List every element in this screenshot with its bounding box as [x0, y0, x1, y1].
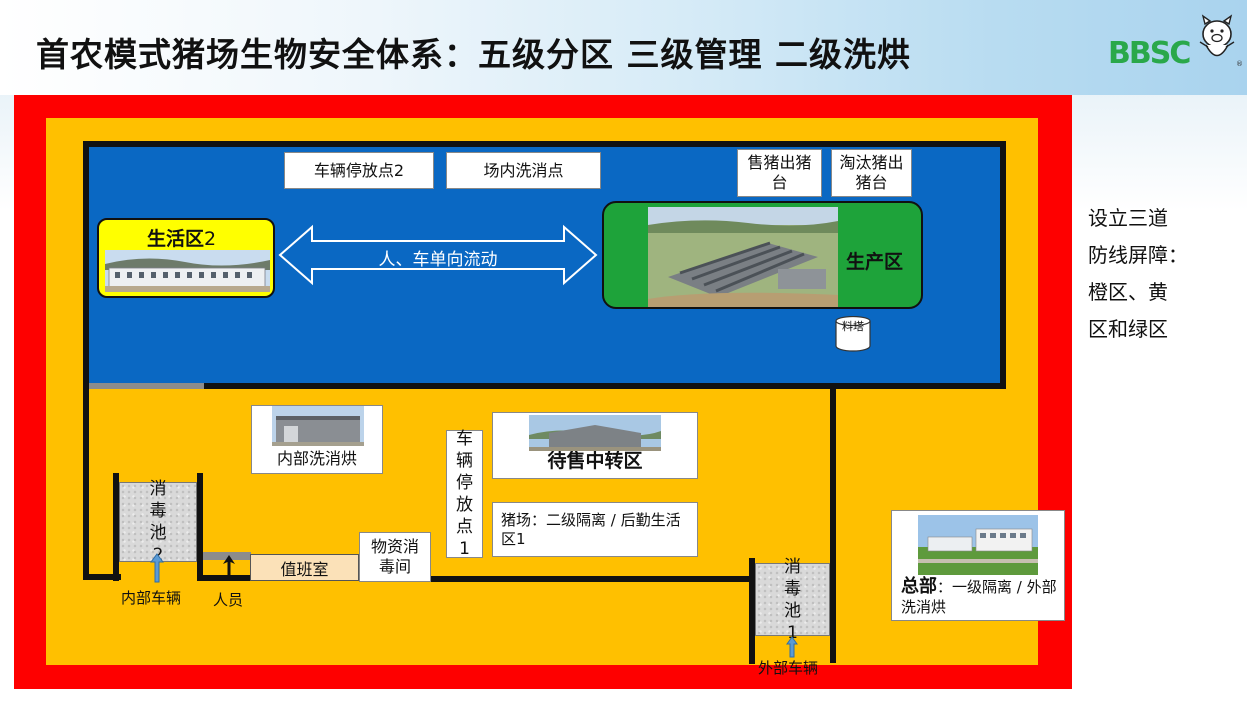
wash-building-photo [272, 406, 364, 446]
logo-text: BBSC [1108, 36, 1191, 71]
living-zone-2: 生活区2 [97, 218, 275, 298]
up-arrow-icon [786, 636, 798, 658]
one-way-flow-arrow: 人、车单向流动 [278, 223, 598, 287]
left-wall [83, 386, 89, 580]
bbsc-logo: BBSC ® [1108, 14, 1243, 71]
dormitory-photo [105, 250, 270, 292]
in-farm-wash-point: 场内洗消点 [446, 152, 601, 189]
registered-mark: ® [1236, 60, 1243, 68]
cull-platform-label: 淘汰猪出猪台 [839, 153, 904, 192]
feed-tower-label: 料塔 [842, 320, 864, 333]
farm-isolation: 猪场：二级隔离 / 后勤生活区1 [492, 502, 698, 557]
side-note-line: 橙区、黄 [1088, 280, 1168, 304]
feed-tower: 料塔 [833, 315, 873, 352]
pool2-right-post [197, 473, 203, 581]
flow-arrow-label: 人、车单向流动 [378, 250, 498, 270]
pool1-left-post [749, 558, 755, 664]
page-title: 首农模式猪场生物安全体系：五级分区 三级管理 二级洗烘 [36, 35, 911, 74]
double-arrow-icon [278, 224, 598, 286]
sky-background [0, 0, 1247, 95]
duty-room: 值班室 [250, 554, 359, 581]
material-disinfection-room: 物资消毒间 [359, 532, 431, 582]
internal-wash-dry-label: 内部洗消烘 [276, 449, 357, 468]
headquarters-photo [918, 515, 1038, 575]
external-vehicles-label: 外部车辆 [758, 659, 819, 677]
personnel-gate [203, 552, 251, 560]
headquarters-desc: ：一级隔离 / 外部洗消烘 [901, 578, 1057, 616]
production-zone-label: 生产区 [846, 251, 904, 273]
personnel-label: 人员 [213, 591, 244, 609]
pool-1-label: 消毒池1 [784, 556, 801, 643]
living-zone-label-text: 生活区 [147, 228, 205, 250]
material-disinfection-label: 物资消毒间 [370, 537, 419, 576]
living-zone-2-label: 生活区2 [147, 224, 216, 251]
transfer-zone: 待售中转区 [492, 412, 698, 479]
feed-tower-icon [835, 315, 871, 352]
transfer-zone-label: 待售中转区 [547, 450, 643, 473]
blue-zone-gate [89, 383, 204, 389]
production-zone: 生产区 [602, 201, 923, 309]
left-bottom-wall [83, 574, 121, 580]
pig-sale-platform: 售猪出猪台 [737, 149, 822, 197]
pig-mascot-icon [1199, 14, 1235, 57]
living-zone-number: 2 [204, 228, 217, 250]
side-note-line: 区和绿区 [1088, 317, 1168, 341]
pig-sale-platform-label: 售猪出猪台 [747, 153, 812, 192]
vehicle-parking-2: 车辆停放点2 [284, 152, 434, 189]
farm-isolation-label: 猪场：二级隔离 / 后勤生活区1 [501, 510, 681, 548]
side-note-line: 防线屏障： [1088, 243, 1188, 267]
transfer-building-photo [529, 415, 661, 451]
bottom-wall [430, 576, 755, 582]
side-note-line: 设立三道 [1088, 206, 1168, 230]
duty-room-wall [203, 575, 251, 581]
internal-wash-dry: 内部洗消烘 [251, 405, 383, 474]
up-arrow-icon [150, 553, 164, 583]
production-aerial-photo [648, 207, 838, 307]
right-wall [830, 389, 836, 663]
headquarters-text: 总部：一级隔离 / 外部洗消烘 [901, 577, 1061, 617]
vehicle-parking-1-label: 车辆停放点1 [456, 429, 473, 559]
pool2-left-post [113, 473, 119, 581]
disinfection-pool-1: 消毒池1 [755, 557, 830, 643]
cull-pig-platform: 淘汰猪出猪台 [831, 149, 912, 197]
headquarters: 总部：一级隔离 / 外部洗消烘 [891, 510, 1065, 621]
internal-vehicles-label: 内部车辆 [121, 589, 182, 607]
disinfection-pool-2: 消毒池2 [119, 479, 197, 565]
personnel-arrow-icon [223, 555, 235, 577]
side-note: 设立三道 防线屏障： 橙区、黄 区和绿区 [1088, 200, 1218, 348]
vehicle-parking-1: 车辆停放点1 [446, 429, 483, 559]
headquarters-title: 总部 [901, 576, 937, 597]
